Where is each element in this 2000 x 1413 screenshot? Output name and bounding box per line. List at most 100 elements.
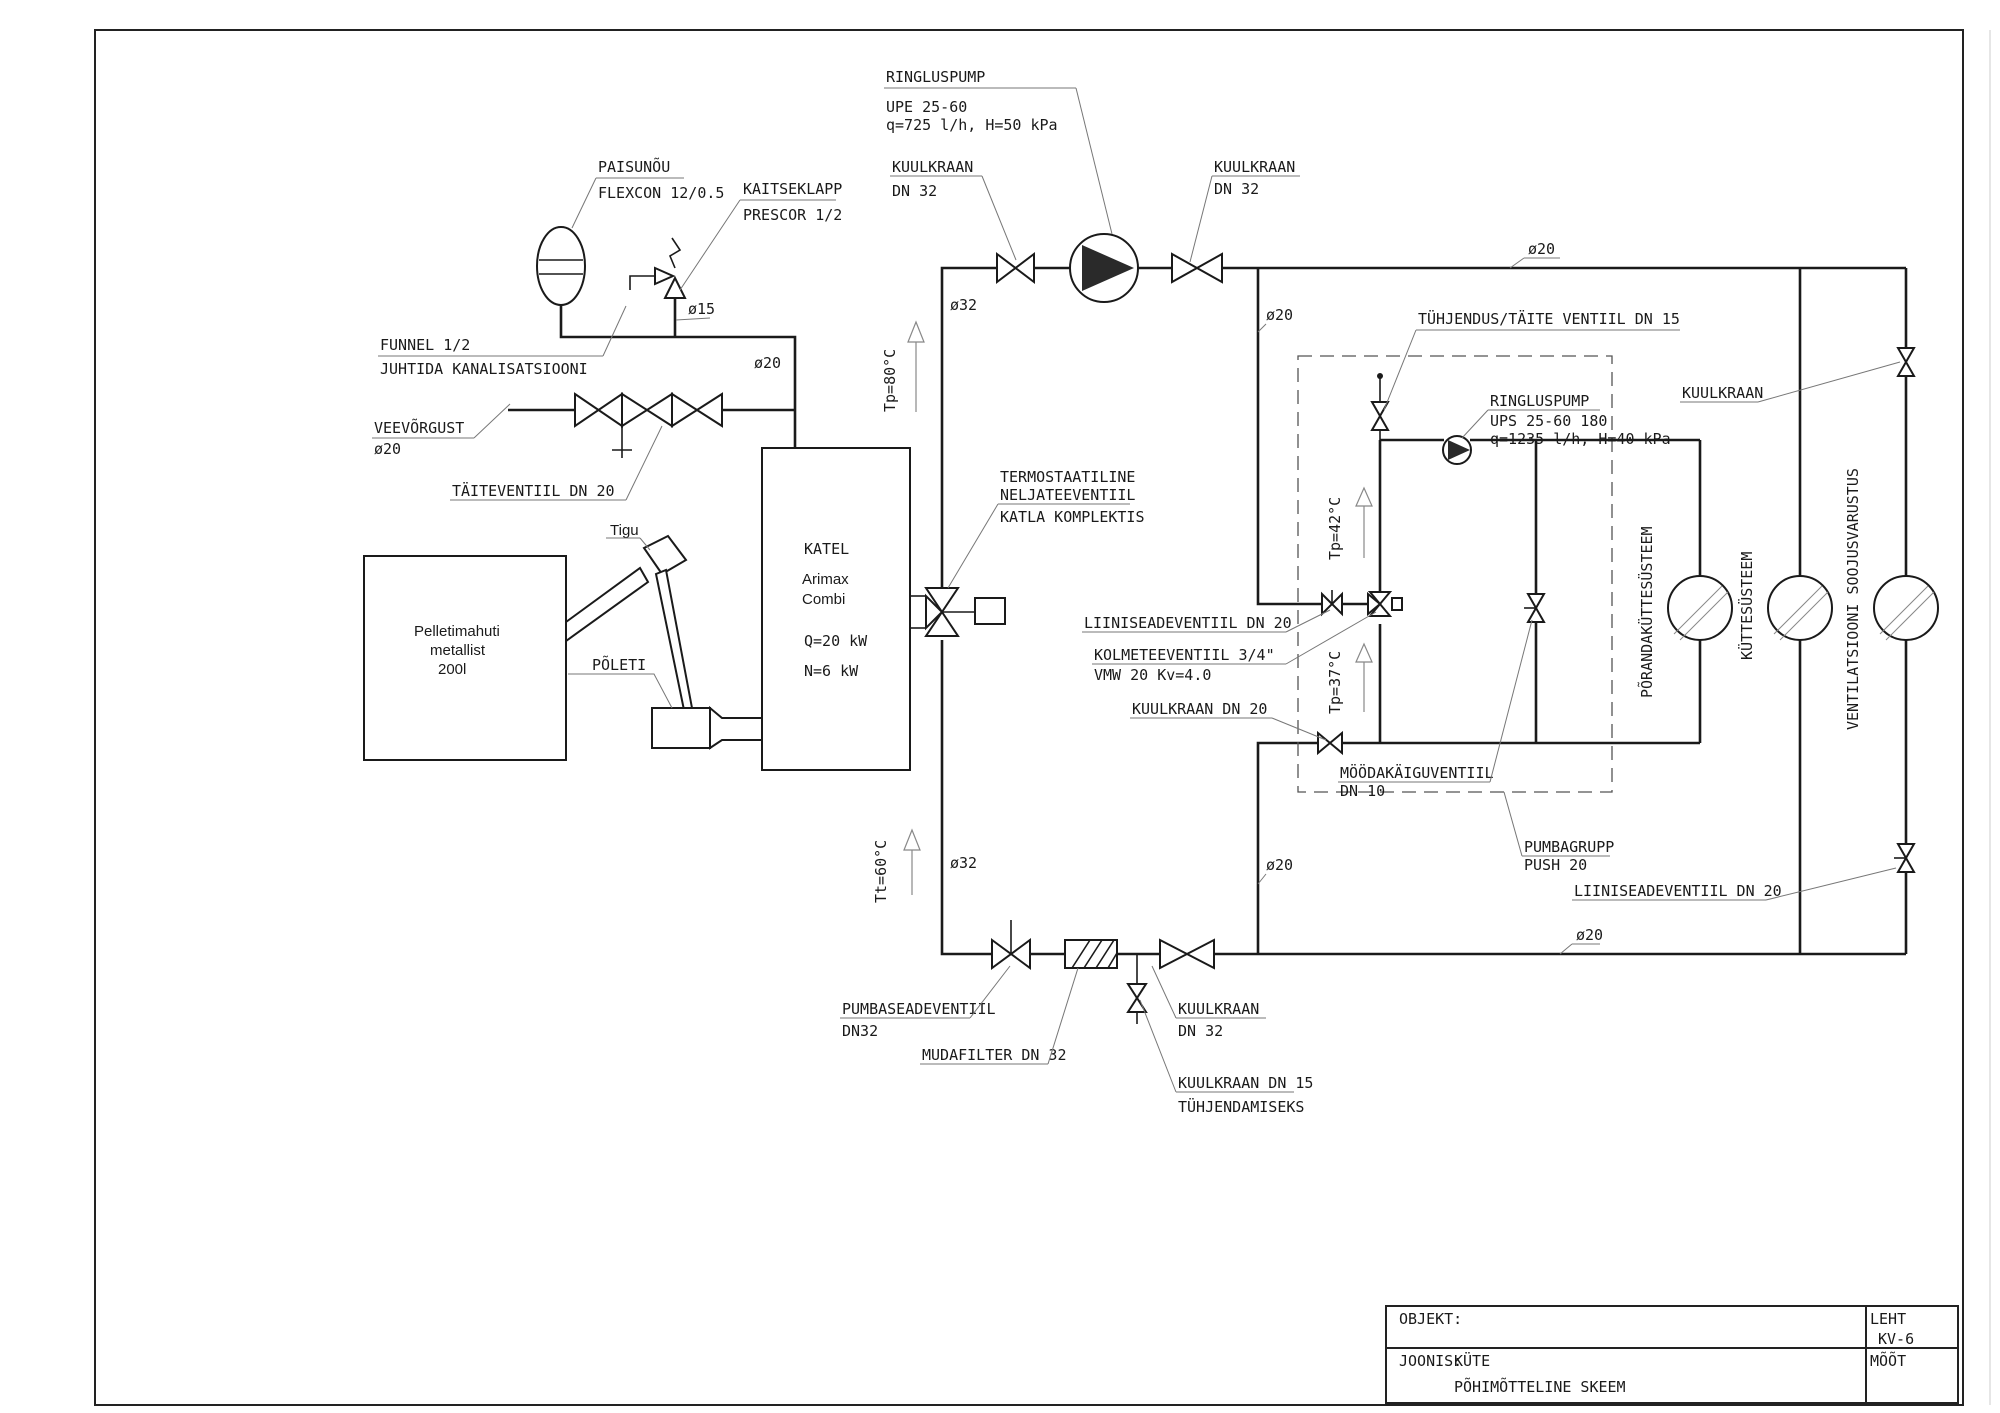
- valve-top-right-title: KUULKRAAN: [1214, 158, 1295, 176]
- pump-valve-label: PUMBASEADEVENTIIL: [842, 1000, 996, 1018]
- temp-floor-supply: Tp=42°C: [1326, 497, 1344, 560]
- four-way-line-3: KATLA KOMPLEKTIS: [1000, 508, 1145, 526]
- pellet-line-2: metallist: [430, 642, 486, 659]
- flow-arrow-return: [903, 828, 921, 895]
- expansion-title: PAISUNÕU: [598, 157, 670, 176]
- four-way-valve[interactable]: [924, 587, 1006, 637]
- leht-label: LEHT: [1870, 1310, 1906, 1328]
- d20-top-label: ø20: [1528, 240, 1555, 258]
- bypass-valve[interactable]: [1524, 593, 1546, 623]
- safety-valve[interactable]: [629, 237, 687, 299]
- three-way-line-1: KOLMETEEVENTIIL 3/4": [1094, 646, 1275, 664]
- pump1-model: UPE 25-60: [886, 98, 967, 116]
- pump-group-line-1: PUMBAGRUPP: [1524, 838, 1614, 856]
- d20-left-bottom-label: ø20: [1266, 856, 1293, 874]
- pump-group-line-2: PUSH 20: [1524, 856, 1587, 874]
- d20-fill-label: ø20: [754, 354, 781, 372]
- boiler[interactable]: [761, 447, 911, 771]
- title-block: OBJEKT: LEHT KV-6 JOONIS: KÜTE PÕHIMÕTTE…: [1385, 1305, 1959, 1404]
- pump2-title: RINGLUSPUMP: [1490, 392, 1589, 410]
- valve-dn20-label: KUULKRAAN DN 20: [1132, 700, 1267, 718]
- fill-valve-label: TÄITEVENTIIL DN 20: [452, 481, 615, 500]
- pump1-spec: q=725 l/h, H=50 kPa: [886, 116, 1058, 134]
- pellet-line-1: Pelletimahuti: [414, 623, 500, 640]
- pellet-tank[interactable]: [363, 555, 567, 761]
- drain-line-1: KUULKRAAN DN 15: [1178, 1074, 1313, 1092]
- leht-value: KV-6: [1878, 1330, 1914, 1348]
- three-way-line-2: VMW 20 Kv=4.0: [1094, 666, 1211, 684]
- temp-return-label: Tt=60°C: [872, 840, 890, 903]
- valve-bottom-size: DN 32: [1178, 1022, 1223, 1040]
- joonis-value-line2: PÕHIMÕTTELINE SKEEM: [1454, 1377, 1626, 1396]
- circuit-floor-heating[interactable]: [1667, 575, 1733, 641]
- expansion-model: FLEXCON 12/0.5: [598, 184, 724, 202]
- auger[interactable]: [565, 534, 694, 712]
- ball-valve-top-right[interactable]: [1171, 252, 1223, 284]
- pump2-model: UPS 25-60 180: [1490, 412, 1607, 430]
- valve-top-left-title: KUULKRAAN: [892, 158, 973, 176]
- circuit-floor-label: PÕRANDAKÜTTESÜSTEEM: [1637, 526, 1656, 698]
- pellet-line-3: 200l: [438, 661, 466, 678]
- drawing-frame: [94, 29, 1964, 1406]
- temp-floor-return: Tp=37°C: [1326, 651, 1344, 714]
- d32-return-label: ø32: [950, 854, 977, 872]
- four-way-line-2: NELJATEEVENTIIL: [1000, 486, 1135, 504]
- d15-label: ø15: [688, 300, 715, 318]
- moot-label: MÕÕT: [1870, 1351, 1906, 1370]
- pump-balancing-valve[interactable]: [991, 920, 1031, 970]
- valve-bottom-title: KUULKRAAN: [1178, 1000, 1259, 1018]
- flow-arrow-floor-return: [1355, 642, 1373, 712]
- mud-filter[interactable]: [1064, 939, 1118, 969]
- boiler-n: N=6 kW: [804, 662, 859, 680]
- joonis-value-line1: KÜTE: [1454, 1351, 1490, 1370]
- funnel-line-2: JUHTIDA KANALISATSIOONI: [380, 360, 588, 378]
- circulation-pump-2[interactable]: [1442, 435, 1472, 465]
- joonis-label: JOONIS:: [1399, 1352, 1462, 1370]
- line-valve-left-label: LIINISEADEVENTIIL DN 20: [1084, 614, 1292, 632]
- return-pipe: [940, 640, 992, 956]
- three-way-valve[interactable]: [1367, 591, 1403, 617]
- line-balancing-valve-left[interactable]: [1321, 590, 1343, 617]
- ball-valve-right[interactable]: [1896, 347, 1916, 377]
- ball-valve-top-left[interactable]: [996, 251, 1035, 285]
- water-supply-size: ø20: [374, 440, 401, 458]
- boiler-title: KATEL: [804, 540, 849, 558]
- drain-fill-valve[interactable]: [1370, 373, 1390, 440]
- drain-fill-label: TÜHJENDUS/TÄITE VENTIIL DN 15: [1418, 309, 1680, 328]
- boiler-model-1: Arimax: [802, 571, 849, 588]
- burner[interactable]: [651, 705, 763, 750]
- pump2-spec: q=1235 l/h, H=40 kPa: [1490, 430, 1671, 448]
- valve-top-left-size: DN 32: [892, 182, 937, 200]
- burner-label: PÕLETI: [592, 655, 646, 674]
- mud-filter-label: MUDAFILTER DN 32: [922, 1046, 1067, 1064]
- expansion-vessel[interactable]: [536, 226, 586, 306]
- boiler-model-2: Combi: [802, 591, 845, 608]
- circuit-heating[interactable]: [1767, 575, 1833, 641]
- auger-label: Tigu: [610, 522, 639, 539]
- safety-model: PRESCOR 1/2: [743, 206, 842, 224]
- line-balancing-valve-right[interactable]: [1894, 843, 1916, 873]
- ball-valve-bottom[interactable]: [1159, 938, 1215, 970]
- supply-pipe: [940, 266, 997, 600]
- valve-right-label: KUULKRAAN: [1682, 384, 1763, 402]
- bypass-line-1: MÖÖDAKÄIGUVENTIIL: [1340, 763, 1494, 782]
- ball-valve-dn20[interactable]: [1317, 730, 1343, 756]
- circuit-ventilation[interactable]: [1873, 575, 1939, 641]
- objekt-label: OBJEKT:: [1399, 1310, 1462, 1328]
- drain-line-2: TÜHJENDAMISEKS: [1178, 1097, 1304, 1116]
- valve-top-right-size: DN 32: [1214, 180, 1259, 198]
- boiler-q: Q=20 kW: [804, 632, 868, 650]
- drain-ball-valve[interactable]: [1126, 954, 1148, 1024]
- d32-supply-label: ø32: [950, 296, 977, 314]
- line-valve-right-label: LIINISEADEVENTIIL DN 20: [1574, 882, 1782, 900]
- circuit-vent-label: VENTILATSIOONI SOOJUSVARUSTUS: [1844, 468, 1862, 730]
- circulation-pump-1[interactable]: [1069, 233, 1139, 303]
- temp-supply-label: Tp=80°C: [881, 349, 899, 412]
- fill-valve-assembly[interactable]: [574, 392, 723, 458]
- pump1-title: RINGLUSPUMP: [886, 68, 985, 86]
- pump-valve-size: DN32: [842, 1022, 878, 1040]
- pump-group-box: [1297, 355, 1613, 793]
- bypass-line-2: DN 10: [1340, 782, 1385, 800]
- safety-title: KAITSEKLAPP: [743, 180, 842, 198]
